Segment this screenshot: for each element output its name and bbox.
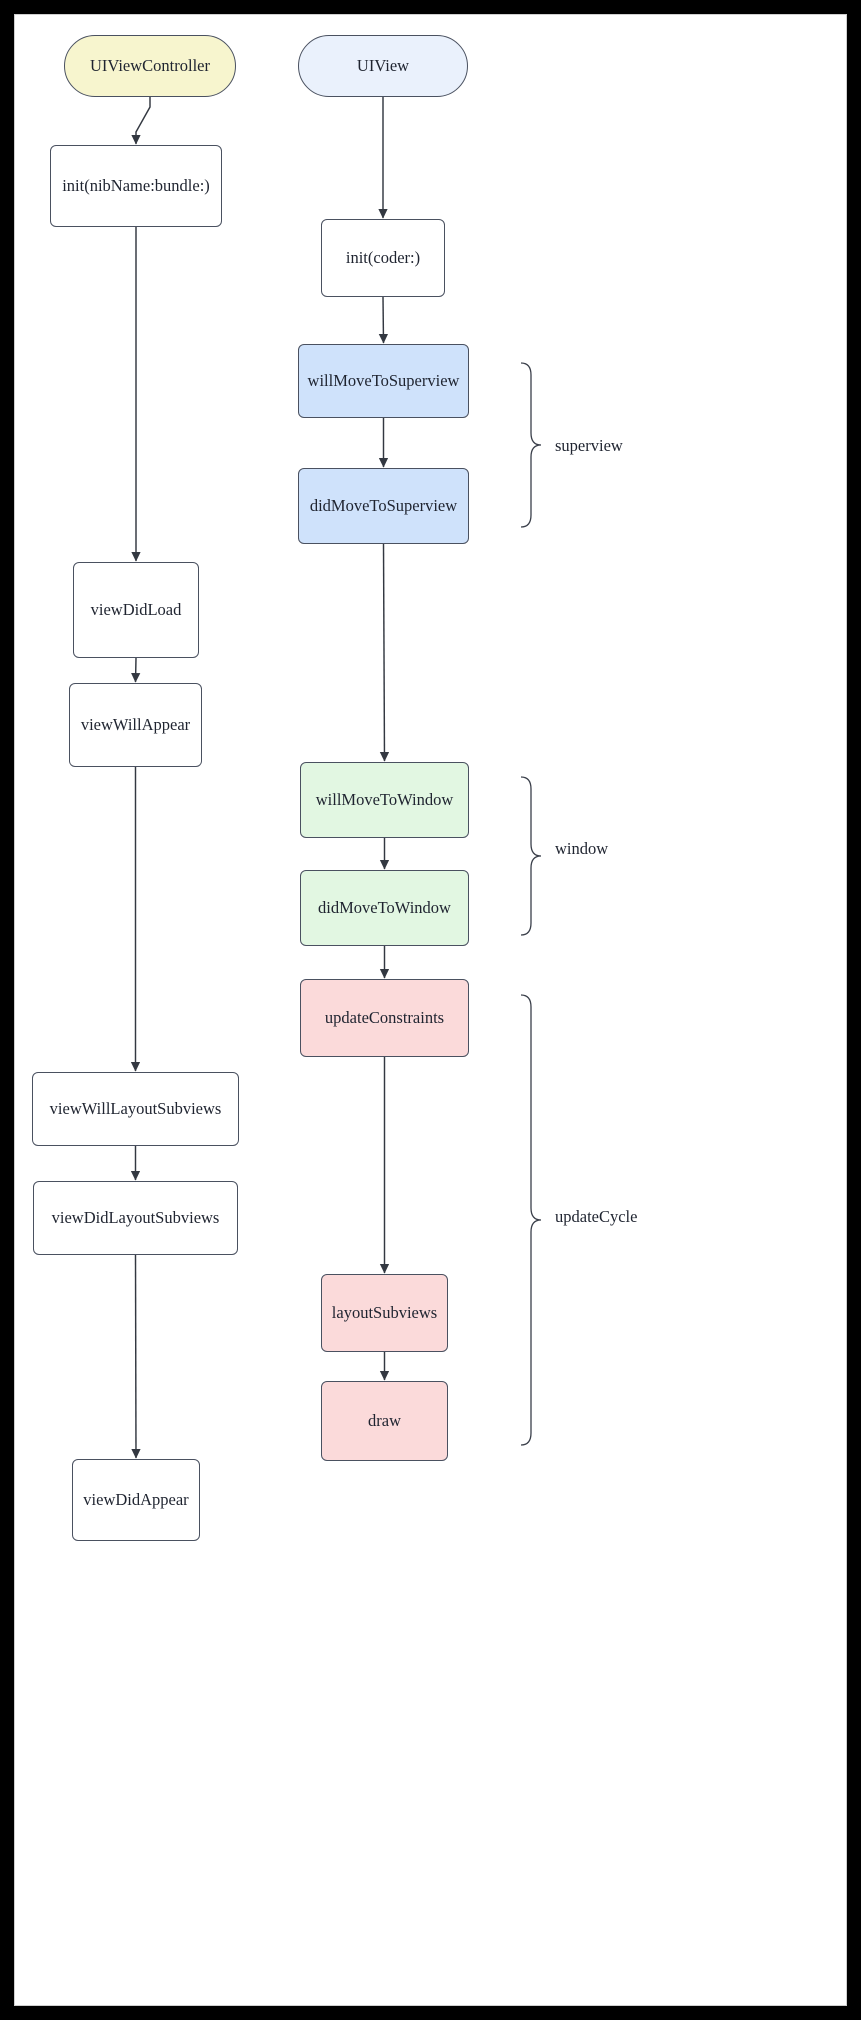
bracket-label-superview: superview [555,436,623,455]
node-label: willMoveToSuperview [307,371,460,391]
node-label: init(coder:) [345,248,421,268]
node-label: draw [368,1411,401,1431]
edge-init-coder-to-willmovetosuperview [378,296,389,344]
node-draw[interactable]: draw [321,1381,448,1461]
edge-uiviewcontroller-to-init-nibname-bundle [131,97,151,145]
node-init-nibname-bundle[interactable]: init(nibName:bundle:) [50,145,222,227]
node-label: didMoveToSuperview [309,496,458,516]
edge-viewdidload-to-viewwillappear [131,657,141,683]
node-label: viewDidLayoutSubviews [51,1208,220,1228]
edge-didmovetosuperview-to-willmovetowindow [379,543,390,762]
node-viewwilllayoutsubviews[interactable]: viewWillLayoutSubviews [32,1072,239,1146]
node-willmovetosuperview[interactable]: willMoveToSuperview [298,344,469,418]
node-init-coder[interactable]: init(coder:) [321,219,445,297]
node-viewdidload[interactable]: viewDidLoad [73,562,199,658]
node-label: viewDidLoad [90,600,182,620]
node-viewdidlayoutsubviews[interactable]: viewDidLayoutSubviews [33,1181,238,1255]
bracket-superview [520,362,542,528]
node-willmovetowindow[interactable]: willMoveToWindow [300,762,469,838]
bracket-updatecycle [520,994,542,1446]
node-label: viewWillLayoutSubviews [49,1099,222,1119]
diagram-canvas: UIViewController init(nibName:bundle:) v… [14,14,847,2006]
node-uiviewcontroller[interactable]: UIViewController [64,35,236,97]
node-label: UIViewController [90,56,210,76]
bracket-window [520,776,542,936]
node-label: UIView [356,56,410,76]
node-updateconstraints[interactable]: updateConstraints [300,979,469,1057]
node-didmovetowindow[interactable]: didMoveToWindow [300,870,469,946]
node-viewdidappear[interactable]: viewDidAppear [72,1459,200,1541]
node-didmovetosuperview[interactable]: didMoveToSuperview [298,468,469,544]
edge-viewdidlayoutsubviews-to-viewdidappear [131,1254,141,1459]
node-label: layoutSubviews [331,1303,438,1323]
node-label: init(nibName:bundle:) [62,176,210,196]
node-label: viewWillAppear [80,715,191,735]
bracket-label-updatecycle: updateCycle [555,1207,638,1226]
bracket-label-window: window [555,839,609,858]
node-label: viewDidAppear [83,1490,189,1510]
node-uiview[interactable]: UIView [298,35,468,97]
node-layoutsubviews[interactable]: layoutSubviews [321,1274,448,1352]
node-label: updateConstraints [324,1008,445,1028]
node-label: didMoveToWindow [318,898,451,918]
node-label: willMoveToWindow [315,790,454,810]
node-viewwillappear[interactable]: viewWillAppear [69,683,202,767]
